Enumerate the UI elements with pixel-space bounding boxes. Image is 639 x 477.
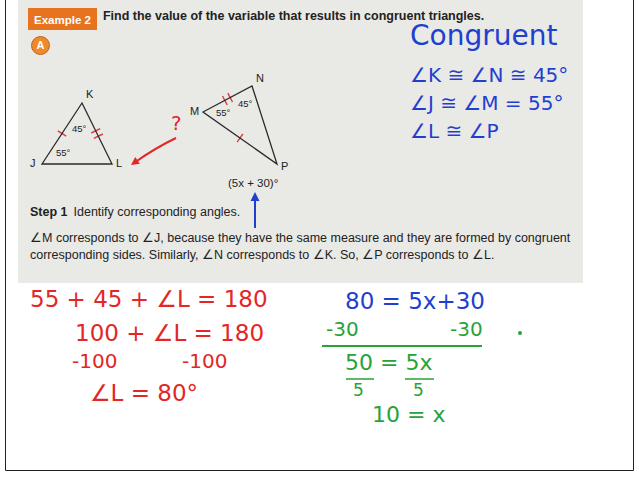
- step-text: Identify corresponding angles.: [74, 205, 241, 219]
- angle-measure: 55°: [56, 148, 70, 159]
- angle-measure: 45°: [72, 124, 86, 135]
- handwritten-step: -30: [450, 318, 483, 341]
- angle-measure: 55°: [216, 108, 230, 119]
- angle-expression: (5x + 30)°: [228, 177, 278, 190]
- fraction-bar: [405, 378, 434, 380]
- handwritten-step: -30: [326, 318, 359, 341]
- handwritten-step: 10 = x: [372, 402, 445, 427]
- vertex-letter: N: [256, 72, 264, 85]
- step-heading: Step 1: [30, 205, 68, 219]
- badge-text: Example 2: [34, 14, 91, 26]
- handwritten-step: 5: [413, 381, 424, 401]
- triangle-shape: [42, 103, 112, 164]
- triangle-mnp: 45° 55°: [201, 84, 281, 168]
- handwritten-note: Congruent: [410, 20, 557, 52]
- book-photo: [18, 0, 583, 283]
- blue-arrow: [254, 199, 256, 228]
- handwritten-note: ∠L ≅ ∠P: [410, 120, 499, 143]
- handwritten-step: 50 = 5x: [345, 350, 432, 375]
- frame-line: [6, 470, 634, 471]
- part-circle: A: [31, 36, 50, 55]
- red-arrow: [134, 138, 176, 163]
- vertex-letter: J: [30, 157, 36, 170]
- vertex-letter: M: [190, 105, 199, 118]
- example-badge: Example 2: [28, 8, 97, 30]
- handwritten-step: 5: [353, 381, 364, 401]
- green-rule: [322, 345, 482, 347]
- handwritten-step: 55 + 45 + ∠L = 180: [30, 286, 268, 312]
- red-arrowhead: [131, 157, 140, 165]
- explanation-paragraph: ∠M corresponds to ∠J, because they have …: [30, 230, 578, 264]
- circle-shape: [32, 37, 50, 55]
- handwritten-step: ∠L = 80°: [90, 380, 198, 406]
- triangle-shape: [203, 86, 277, 164]
- part-letter: A: [37, 39, 45, 52]
- vertex-letter: K: [86, 88, 93, 101]
- handwritten-step: -100: [182, 350, 227, 373]
- frame-line: [633, 0, 634, 471]
- handwritten-note: ∠K ≅ ∠N ≅ 45°: [410, 64, 568, 87]
- blue-arrowhead: [251, 192, 260, 201]
- congruence-ticks: [58, 93, 243, 142]
- triangle-jkl: 45° 55°: [40, 100, 116, 168]
- vertex-letter: L: [116, 157, 122, 170]
- question-mark: ?: [171, 112, 182, 135]
- frame-line: [5, 0, 6, 471]
- ink-dot: [518, 331, 522, 335]
- handwritten-step: 100 + ∠L = 180: [75, 320, 264, 346]
- handwritten-step: 80 = 5x+30: [345, 288, 485, 314]
- triangle-outline: [201, 84, 281, 168]
- handwritten-step: -100: [72, 350, 117, 373]
- vertex-letter: P: [281, 160, 288, 173]
- angle-measure: 45°: [238, 99, 252, 110]
- handwritten-note: ∠J ≅ ∠M = 55°: [410, 92, 563, 115]
- fraction-bar: [346, 378, 374, 380]
